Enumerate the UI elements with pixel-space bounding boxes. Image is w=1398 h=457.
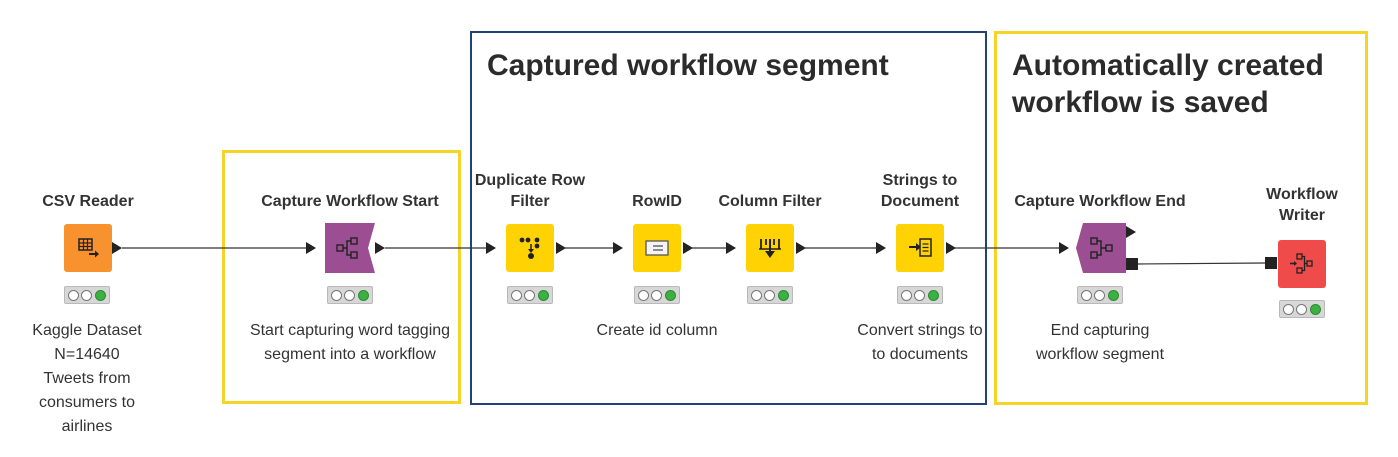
duplicate-row-filter-node[interactable]	[506, 224, 554, 272]
captured-segment-box	[470, 31, 987, 405]
capture-start-title: Capture Workflow Start	[261, 193, 439, 210]
workflow-writer-node[interactable]	[1278, 240, 1326, 288]
capture-end-status	[1077, 286, 1123, 304]
saved-workflow-title-line2: workflow is saved	[1012, 86, 1269, 119]
capture-end-desc: End capturing workflow segment	[1035, 322, 1165, 363]
rowid-title: RowID	[632, 193, 682, 210]
strings-to-document-status	[897, 286, 943, 304]
capture-start-desc: Start capturing word tagging segment int…	[249, 322, 451, 363]
capture-start-icon	[336, 237, 358, 259]
capture-start-node[interactable]	[325, 223, 375, 273]
capture-end-node[interactable]	[1076, 223, 1126, 273]
duplicate-row-filter-title: Duplicate Row Filter	[474, 172, 586, 210]
capture-start-status	[327, 286, 373, 304]
capture-start-box	[222, 150, 461, 404]
rowid-status	[634, 286, 680, 304]
rowid-desc: Create id column	[596, 322, 718, 339]
rowid-icon	[645, 240, 669, 256]
capture-end-icon	[1090, 237, 1113, 259]
captured-segment-title: Captured workflow segment	[487, 49, 889, 82]
duplicate-row-filter-status	[507, 286, 553, 304]
column-filter-icon	[759, 239, 781, 258]
column-filter-status	[747, 286, 793, 304]
csv-reader-title: CSV Reader	[42, 193, 134, 210]
wire-end-to-writer	[1137, 262, 1266, 265]
strings-to-document-desc: Convert strings to to documents	[857, 322, 983, 363]
strings-to-document-node[interactable]	[896, 224, 944, 272]
csv-reader-node[interactable]	[64, 224, 112, 272]
workflow-writer-status	[1279, 300, 1325, 318]
saved-workflow-box	[994, 31, 1368, 405]
workflow-writer-icon	[1290, 253, 1313, 274]
workflow-writer-title: Workflow Writer	[1266, 186, 1338, 224]
table-icon	[78, 238, 99, 258]
column-filter-title: Column Filter	[718, 193, 822, 210]
rowid-node[interactable]	[633, 224, 681, 272]
csv-reader-desc: Kaggle Dataset N=14640 Tweets from consu…	[32, 322, 142, 435]
column-filter-node[interactable]	[746, 224, 794, 272]
strings-to-document-title: Strings to Document	[880, 172, 960, 210]
saved-workflow-title-line1: Automatically created	[1012, 49, 1324, 82]
duplicate-filter-icon	[519, 237, 540, 259]
strings-to-document-icon	[909, 238, 932, 257]
csv-reader-status	[64, 286, 110, 304]
capture-end-title: Capture Workflow End	[1014, 193, 1186, 210]
